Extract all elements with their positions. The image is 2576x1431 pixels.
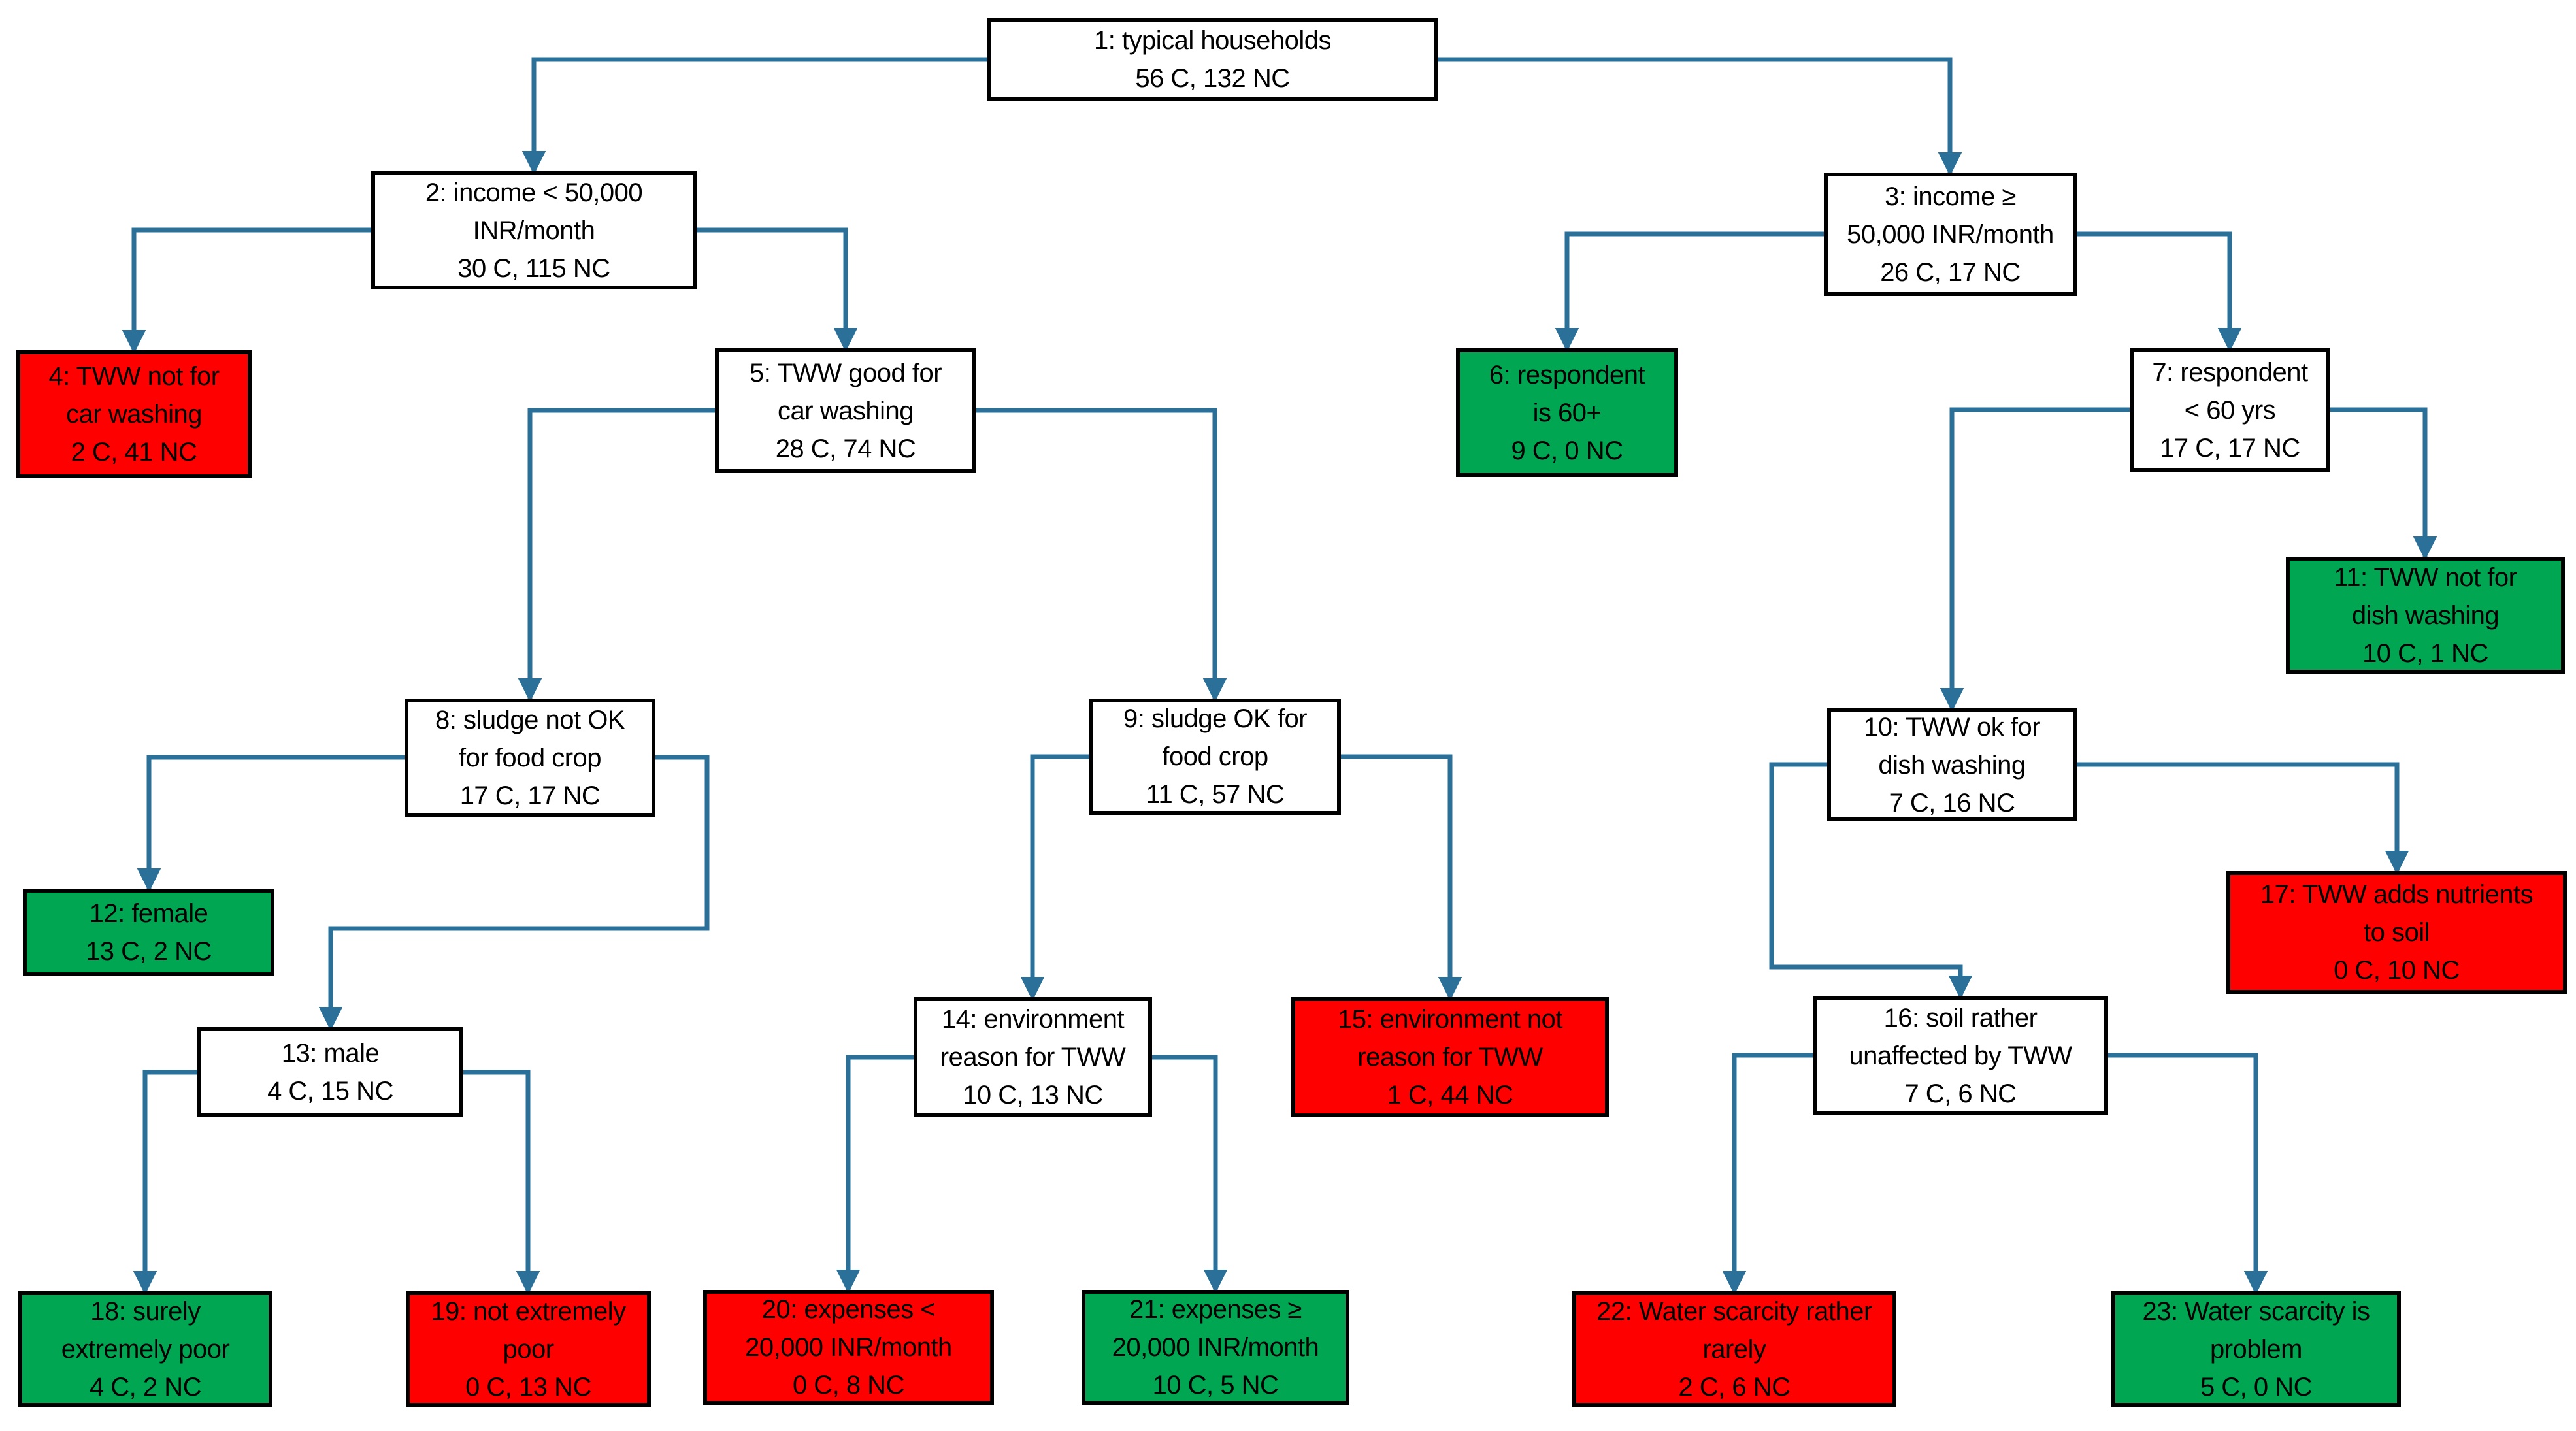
node-6: 6: respondent is 60+ 9 C, 0 NC <box>1456 348 1678 477</box>
edge-16-22 <box>1722 1053 1813 1295</box>
node-14-label: 14: environment reason for TWW 10 C, 13 … <box>940 1005 1126 1110</box>
edge-10-16 <box>1769 762 1973 1000</box>
node-4-label: 4: TWW not for car washing 2 C, 41 NC <box>48 362 220 467</box>
node-10: 10: TWW ok for dish washing 7 C, 16 NC <box>1827 708 2077 821</box>
node-10-label: 10: TWW ok for dish washing 7 C, 16 NC <box>1863 712 2041 817</box>
node-9-label: 9: sludge OK for food crop 11 C, 57 NC <box>1123 704 1308 809</box>
node-12: 12: female 13 C, 2 NC <box>23 889 274 976</box>
node-20-label: 20: expenses < 20,000 INR/month 0 C, 8 N… <box>745 1295 952 1400</box>
edge-7-11 <box>2330 407 2437 561</box>
node-2-label: 2: income < 50,000 INR/month 30 C, 115 N… <box>425 178 643 283</box>
edge-2-5 <box>697 227 858 352</box>
node-17-label: 17: TWW adds nutrients to soil 0 C, 10 N… <box>2260 880 2534 985</box>
node-5: 5: TWW good for car washing 28 C, 74 NC <box>715 348 976 473</box>
edge-8-12 <box>137 755 405 893</box>
node-11: 11: TWW not for dish washing 10 C, 1 NC <box>2286 557 2565 674</box>
node-15: 15: environment not reason for TWW 1 C, … <box>1291 997 1609 1117</box>
node-1: 1: typical households 56 C, 132 NC <box>987 18 1438 101</box>
edge-9-15 <box>1341 754 1462 1001</box>
edge-13-19 <box>463 1070 540 1295</box>
edge-10-17 <box>2077 762 2409 875</box>
node-1-label: 1: typical households 56 C, 132 NC <box>1093 26 1332 93</box>
node-8-label: 8: sludge not OK for food crop 17 C, 17 … <box>435 705 625 810</box>
edge-5-9 <box>976 408 1227 702</box>
edge-9-14 <box>1020 754 1089 1001</box>
node-21-label: 21: expenses ≥ 20,000 INR/month 10 C, 5 … <box>1112 1295 1319 1400</box>
edge-3-6 <box>1555 231 1824 352</box>
node-5-label: 5: TWW good for car washing 28 C, 74 NC <box>749 358 942 463</box>
node-6-label: 6: respondent is 60+ 9 C, 0 NC <box>1489 360 1645 465</box>
node-23-label: 23: Water scarcity is problem 5 C, 0 NC <box>2142 1296 2370 1402</box>
node-19-label: 19: not extremely poor 0 C, 13 NC <box>431 1296 626 1402</box>
edge-1-2 <box>521 57 987 175</box>
node-13: 13: male 4 C, 15 NC <box>197 1027 463 1117</box>
edge-3-7 <box>2077 231 2242 352</box>
node-3: 3: income ≥ 50,000 INR/month 26 C, 17 NC <box>1824 173 2077 296</box>
node-18: 18: surely extremely poor 4 C, 2 NC <box>18 1291 272 1407</box>
node-3-label: 3: income ≥ 50,000 INR/month 26 C, 17 NC <box>1847 182 2054 287</box>
node-16: 16: soil rather unaffected by TWW 7 C, 6… <box>1813 996 2108 1115</box>
edge-13-18 <box>133 1070 197 1295</box>
edge-2-4 <box>122 227 371 354</box>
node-12-label: 12: female 13 C, 2 NC <box>86 899 212 966</box>
edge-16-23 <box>2108 1053 2268 1295</box>
node-14: 14: environment reason for TWW 10 C, 13 … <box>914 997 1152 1117</box>
edge-7-10 <box>1940 407 2130 712</box>
node-22: 22: Water scarcity rather rarely 2 C, 6 … <box>1572 1291 1896 1407</box>
edge-14-20 <box>836 1055 914 1294</box>
node-9: 9: sludge OK for food crop 11 C, 57 NC <box>1089 699 1341 815</box>
node-4: 4: TWW not for car washing 2 C, 41 NC <box>16 350 252 478</box>
node-7-label: 7: respondent < 60 yrs 17 C, 17 NC <box>2152 357 2308 463</box>
node-19: 19: not extremely poor 0 C, 13 NC <box>406 1291 651 1407</box>
node-11-label: 11: TWW not for dish washing 10 C, 1 NC <box>2334 563 2517 668</box>
node-17: 17: TWW adds nutrients to soil 0 C, 10 N… <box>2226 871 2567 994</box>
edge-5-8 <box>518 408 715 702</box>
node-7: 7: respondent < 60 yrs 17 C, 17 NC <box>2130 348 2330 472</box>
node-23: 23: Water scarcity is problem 5 C, 0 NC <box>2111 1291 2401 1407</box>
node-20: 20: expenses < 20,000 INR/month 0 C, 8 N… <box>703 1290 994 1405</box>
edge-14-21 <box>1152 1055 1228 1294</box>
edge-1-3 <box>1438 57 1962 176</box>
node-8: 8: sludge not OK for food crop 17 C, 17 … <box>405 699 655 817</box>
node-16-label: 16: soil rather unaffected by TWW 7 C, 6… <box>1849 1003 2072 1108</box>
node-22-label: 22: Water scarcity rather rarely 2 C, 6 … <box>1596 1296 1872 1402</box>
node-21: 21: expenses ≥ 20,000 INR/month 10 C, 5 … <box>1082 1290 1349 1405</box>
node-13-label: 13: male 4 C, 15 NC <box>267 1039 393 1106</box>
edge-8-13 <box>318 755 710 1031</box>
node-2: 2: income < 50,000 INR/month 30 C, 115 N… <box>371 171 697 289</box>
node-18-label: 18: surely extremely poor 4 C, 2 NC <box>61 1296 230 1402</box>
node-15-label: 15: environment not reason for TWW 1 C, … <box>1337 1005 1563 1110</box>
